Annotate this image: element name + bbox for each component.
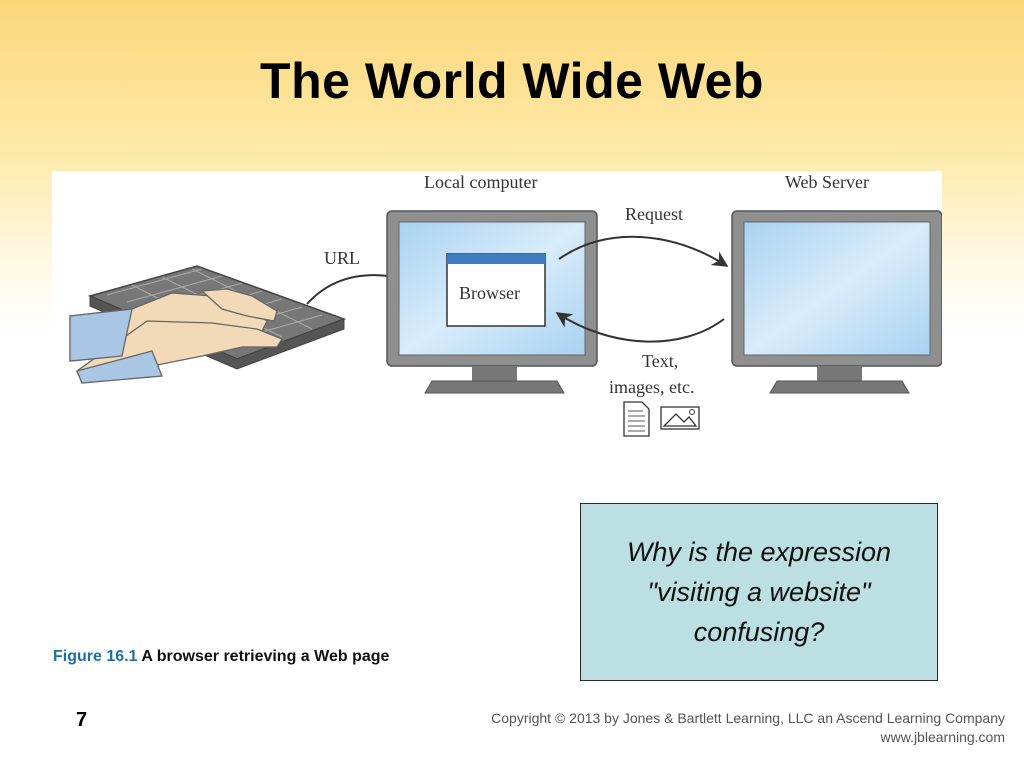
web-server-monitor: [731, 210, 942, 394]
question-box: Why is the expression "visiting a websit…: [580, 503, 938, 681]
question-text: Why is the expression "visiting a websit…: [626, 537, 892, 647]
url-label: URL: [324, 248, 360, 268]
web-server-label: Web Server: [785, 172, 869, 192]
browser-window: [446, 253, 546, 327]
response-label-line2: images, etc.: [609, 377, 694, 397]
figure-caption-text: A browser retrieving a Web page: [141, 648, 390, 665]
response-arrow: [555, 312, 725, 343]
figure-caption: Figure 16.1 A browser retrieving a Web p…: [53, 648, 389, 666]
figure-number: Figure 16.1: [53, 648, 138, 665]
request-arrow: [558, 235, 729, 267]
page-number: 7: [76, 709, 88, 731]
diagram-svg: URL Local computer Browser Request Text,…: [69, 172, 942, 437]
request-label: Request: [625, 204, 683, 224]
browser-label: Browser: [459, 283, 520, 303]
copyright-text: Copyright © 2013 by Jones & Bartlett Lea…: [491, 710, 1005, 726]
publisher-website: www.jblearning.com: [880, 729, 1006, 745]
local-computer-label: Local computer: [424, 172, 537, 192]
document-icon: [623, 401, 650, 437]
slide-title: The World Wide Web: [260, 53, 764, 109]
response-label-line1: Text,: [642, 351, 678, 371]
image-icon: [660, 406, 700, 430]
browser-diagram: URL Local computer Browser Request Text,…: [52, 171, 942, 439]
hands-icon: [69, 288, 283, 384]
copyright-footer: Copyright © 2013 by Jones & Bartlett Lea…: [491, 709, 1005, 747]
